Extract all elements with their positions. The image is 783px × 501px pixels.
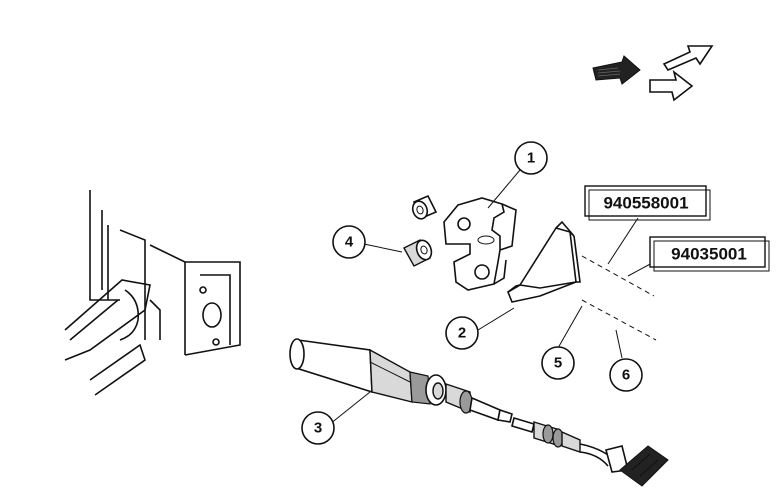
callout-2-label: 2 [458,325,466,342]
vehicle-frame [64,190,241,396]
part-number-940558001: 940558001 [603,194,688,213]
callout-5: 5 [541,346,575,380]
control-cable [511,416,669,487]
callout-1-label: 1 [527,150,535,167]
callout-3: 3 [301,411,335,445]
callout-4: 4 [332,225,366,259]
callout-4-label: 4 [345,234,354,251]
bushing-upper [411,194,438,220]
callout-6: 6 [609,358,643,392]
callout-1: 1 [514,141,548,175]
angle-bracket [507,220,581,303]
direction-arrows-icon [592,45,714,102]
part-number-box-2: 94035001 [649,236,770,272]
callout-5-label: 5 [554,355,562,372]
part-number-box-1: 940558001 [584,185,711,221]
part-number-94035001: 94035001 [671,245,747,264]
bushing-lower [403,239,433,267]
leader-lines [329,169,657,425]
callout-6-label: 6 [622,367,630,384]
actuator-cylinder [289,338,513,423]
callout-3-label: 3 [314,420,322,437]
bracket-plate [443,197,517,291]
callout-2: 2 [445,316,479,350]
